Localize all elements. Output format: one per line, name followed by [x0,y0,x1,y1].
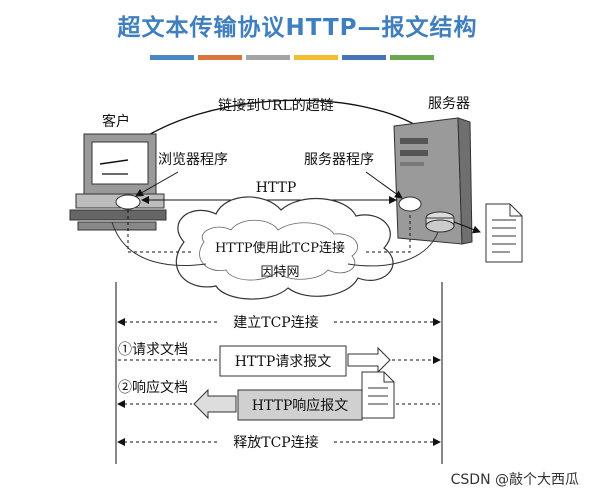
color-bar-2 [198,55,242,60]
response-arrow [193,388,237,420]
establish-tcp-label: 建立TCP连接 [233,314,318,331]
server-node [398,196,422,212]
server-program-label: 服务器程序 [304,152,374,168]
color-bar-1 [150,55,194,60]
internet-label: 因特网 [260,265,299,280]
diagram-panel: 链接到URL的超链 客户 浏览器程序 服务器 服务器程序 HTTP HTTP使用… [66,92,528,472]
internet-cloud [175,196,394,300]
document-icon [485,203,523,263]
server-label: 服务器 [428,96,470,112]
request-doc-label: ①请求文档 [118,342,188,358]
page-title: 超文本传输协议HTTP—报文结构 [117,15,478,41]
request-msg-box [219,345,347,377]
hyperlink-label: 链接到URL的超链 [218,97,334,114]
request-msg-label: HTTP请求报文 [235,354,332,370]
color-bar-4 [294,55,338,60]
response-document-icon [361,371,395,419]
tcp-connection-label: HTTP使用此TCP连接 [215,240,345,256]
client-label: 客户 [102,113,130,130]
hyperlink-arc [125,99,428,151]
tcp-dashed-path [127,210,411,253]
server-tower: 服务器 [393,96,473,245]
response-msg-label: HTTP响应报文 [252,397,349,414]
watermark: CSDN @敲个大西瓜 [450,472,579,488]
client-computer: 客户 [69,113,167,231]
release-tcp-label: 释放TCP连接 [233,434,318,451]
browser-label: 浏览器程序 [158,152,228,168]
response-msg-box [237,389,363,421]
color-bar-3 [246,55,290,60]
response-doc-label: ②响应文档 [118,379,188,396]
request-arrow [347,346,391,374]
color-bar-5 [342,55,386,60]
http-diagram: 链接到URL的超链 客户 浏览器程序 服务器 服务器程序 HTTP HTTP使用… [69,96,523,464]
http-label: HTTP [256,180,297,196]
browser-node [115,194,141,210]
color-bar-6 [390,55,434,60]
